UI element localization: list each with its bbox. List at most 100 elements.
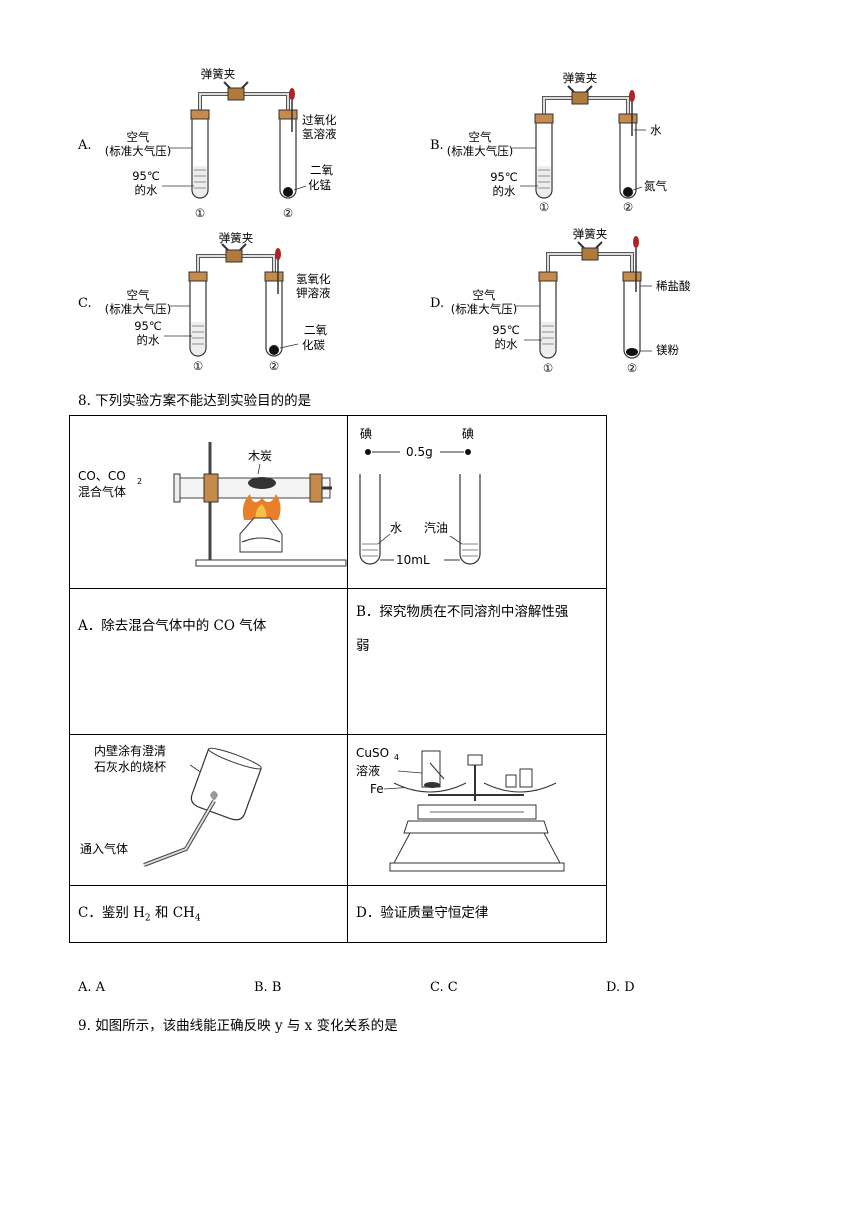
answer-choice-c[interactable]: C. C: [430, 980, 458, 995]
svg-text:4: 4: [394, 753, 399, 762]
svg-text:(标准大气压): (标准大气压): [105, 144, 171, 158]
option-b-text-line1: B．探究物质在不同溶剂中溶解性强: [356, 604, 569, 620]
svg-text:碘: 碘: [462, 427, 474, 441]
svg-text:2: 2: [137, 477, 142, 486]
svg-text:95℃: 95℃: [134, 319, 162, 333]
solid-sample-icon: [623, 187, 633, 197]
svg-text:氢氧化: 氢氧化: [296, 272, 331, 286]
svg-text:空气: 空气: [473, 288, 496, 302]
option-c-text: C．鉴别 H2 和 CH4: [78, 905, 201, 924]
svg-text:CO、CO: CO、CO: [78, 469, 126, 483]
answer-choice-d[interactable]: D. D: [606, 980, 635, 995]
svg-text:稀盐酸: 稀盐酸: [656, 279, 691, 293]
svg-text:的水: 的水: [135, 183, 158, 197]
spring-clamp-icon: [221, 243, 247, 263]
svg-text:木炭: 木炭: [248, 449, 272, 463]
svg-text:②: ②: [623, 200, 633, 214]
svg-text:Fe: Fe: [370, 782, 384, 796]
q7-option-c: C. 弹簧夹 空气 (标准大气压) 95℃ 的水 氢氧化 钾溶液 二氧 化碳 ①…: [78, 226, 378, 386]
svg-text:水: 水: [650, 123, 662, 137]
svg-text:石灰水的烧杯: 石灰水的烧杯: [94, 759, 166, 774]
svg-text:②: ②: [627, 361, 637, 375]
clamp-label: 弹簧夹: [573, 227, 608, 241]
svg-text:②: ②: [269, 359, 279, 373]
svg-text:水: 水: [390, 521, 402, 535]
option-a-text: A．除去混合气体中的 CO 气体: [78, 618, 267, 634]
svg-text:二氧: 二氧: [304, 323, 327, 337]
option-b-text-line2: 弱: [356, 638, 370, 654]
svg-text:空气: 空气: [469, 130, 492, 144]
dropper-icon: [629, 90, 635, 136]
svg-text:汽油: 汽油: [424, 520, 448, 535]
svg-text:氮气: 氮气: [644, 179, 667, 193]
cell-d-text: D．验证质量守恒定律: [347, 885, 607, 943]
svg-text:溶液: 溶液: [356, 763, 380, 778]
spring-clamp-icon: [223, 81, 249, 101]
cell-a-figure: CO、CO 2 混合气体 木炭: [69, 415, 348, 589]
clamp-label: 弹簧夹: [563, 71, 598, 85]
svg-text:95℃: 95℃: [490, 170, 518, 184]
svg-text:空气: 空气: [127, 288, 150, 302]
cell-c-figure: 内壁涂有澄清 石灰水的烧杯 通入气体: [69, 734, 348, 886]
svg-text:化锰: 化锰: [308, 178, 331, 192]
svg-text:氢溶液: 氢溶液: [302, 127, 337, 141]
solid-sample-icon: [283, 187, 293, 197]
cell-b-figure: 碘 0.5g 碘 水 汽油 10mL: [347, 415, 607, 589]
svg-text:镁粉: 镁粉: [656, 343, 679, 357]
svg-text:空气: 空气: [127, 130, 150, 144]
option-letter: B.: [430, 138, 444, 153]
q7-option-d: D. 弹簧夹 空气 (标准大气压) 95℃ 的水 稀盐酸 镁粉 ① ②: [430, 226, 730, 386]
answer-choice-a[interactable]: A. A: [78, 980, 106, 995]
svg-text:碘: 碘: [360, 427, 372, 441]
cell-a-text: A．除去混合气体中的 CO 气体: [69, 588, 348, 735]
svg-text:的水: 的水: [495, 337, 518, 351]
option-letter: D.: [430, 296, 445, 311]
svg-text:②: ②: [283, 206, 293, 220]
answer-choice-b[interactable]: B. B: [254, 980, 282, 995]
solid-sample-icon: [269, 345, 279, 355]
spring-clamp-icon: [577, 241, 603, 261]
beaker-gas-diagram: 内壁涂有澄清 石灰水的烧杯 通入气体: [80, 743, 262, 867]
svg-text:内壁涂有澄清: 内壁涂有澄清: [94, 743, 166, 758]
apparatus-diagram: 弹簧夹 空气 (标准大气压) 95℃ 的水 稀盐酸 镁粉 ① ②: [451, 227, 691, 375]
q7-option-a: A. 弹簧夹 空气 (标准大气压) 95℃ 的水 过氧化 氢溶液 二氧 化锰 ①…: [78, 62, 378, 227]
svg-text:混合气体: 混合气体: [78, 484, 126, 499]
cell-b-text: B．探究物质在不同溶剂中溶解性强 弱: [347, 588, 607, 735]
clamp-label: 弹簧夹: [219, 231, 254, 245]
charcoal-tube-diagram: CO、CO 2 混合气体 木炭: [78, 442, 347, 567]
q7-option-b: B. 弹簧夹 空气 (标准大气压) 95℃ 的水 水 氮气 ① ②: [430, 66, 730, 231]
cell-c-text: C．鉴别 H2 和 CH4: [69, 885, 348, 943]
svg-text:95℃: 95℃: [492, 323, 520, 337]
svg-text:①: ①: [195, 206, 205, 220]
solid-sample-icon: [626, 348, 638, 356]
svg-text:①: ①: [539, 200, 549, 214]
svg-text:(标准大气压): (标准大气压): [451, 302, 517, 316]
svg-text:0.5g: 0.5g: [406, 445, 433, 459]
dropper-icon: [633, 236, 639, 292]
svg-text:过氧化: 过氧化: [302, 113, 337, 127]
apparatus-diagram: 弹簧夹 空气 (标准大气压) 95℃ 的水 氢氧化 钾溶液 二氧 化碳 ① ②: [105, 231, 331, 373]
clamp-label: 弹簧夹: [201, 67, 236, 81]
svg-text:通入气体: 通入气体: [80, 841, 128, 856]
question-8-stem: 8. 下列实验方案不能达到实验目的的是: [78, 393, 312, 409]
apparatus-diagram: 弹簧夹 空气 (标准大气压) 95℃ 的水 过氧化 氢溶液 二氧 化锰 ① ②: [105, 67, 337, 220]
spring-clamp-icon: [567, 85, 593, 105]
option-letter: C.: [78, 296, 92, 311]
cell-d-figure: CuSO 4 溶液 Fe: [347, 734, 607, 886]
balance-diagram: CuSO 4 溶液 Fe: [356, 746, 565, 872]
svg-text:①: ①: [543, 361, 553, 375]
svg-text:10mL: 10mL: [396, 553, 430, 567]
svg-text:(标准大气压): (标准大气压): [105, 302, 171, 316]
svg-text:CuSO: CuSO: [356, 746, 389, 760]
option-letter: A.: [78, 138, 92, 153]
q8-options-table: CO、CO 2 混合气体 木炭 碘 0: [69, 415, 607, 943]
svg-text:钾溶液: 钾溶液: [296, 286, 331, 300]
svg-text:化碳: 化碳: [302, 338, 325, 352]
svg-text:的水: 的水: [493, 184, 516, 198]
svg-text:(标准大气压): (标准大气压): [447, 144, 513, 158]
option-d-text: D．验证质量守恒定律: [356, 905, 489, 921]
apparatus-diagram: 弹簧夹 空气 (标准大气压) 95℃ 的水 水 氮气 ① ②: [447, 71, 668, 214]
svg-text:二氧: 二氧: [310, 163, 333, 177]
svg-text:的水: 的水: [137, 333, 160, 347]
svg-text:95℃: 95℃: [132, 169, 160, 183]
